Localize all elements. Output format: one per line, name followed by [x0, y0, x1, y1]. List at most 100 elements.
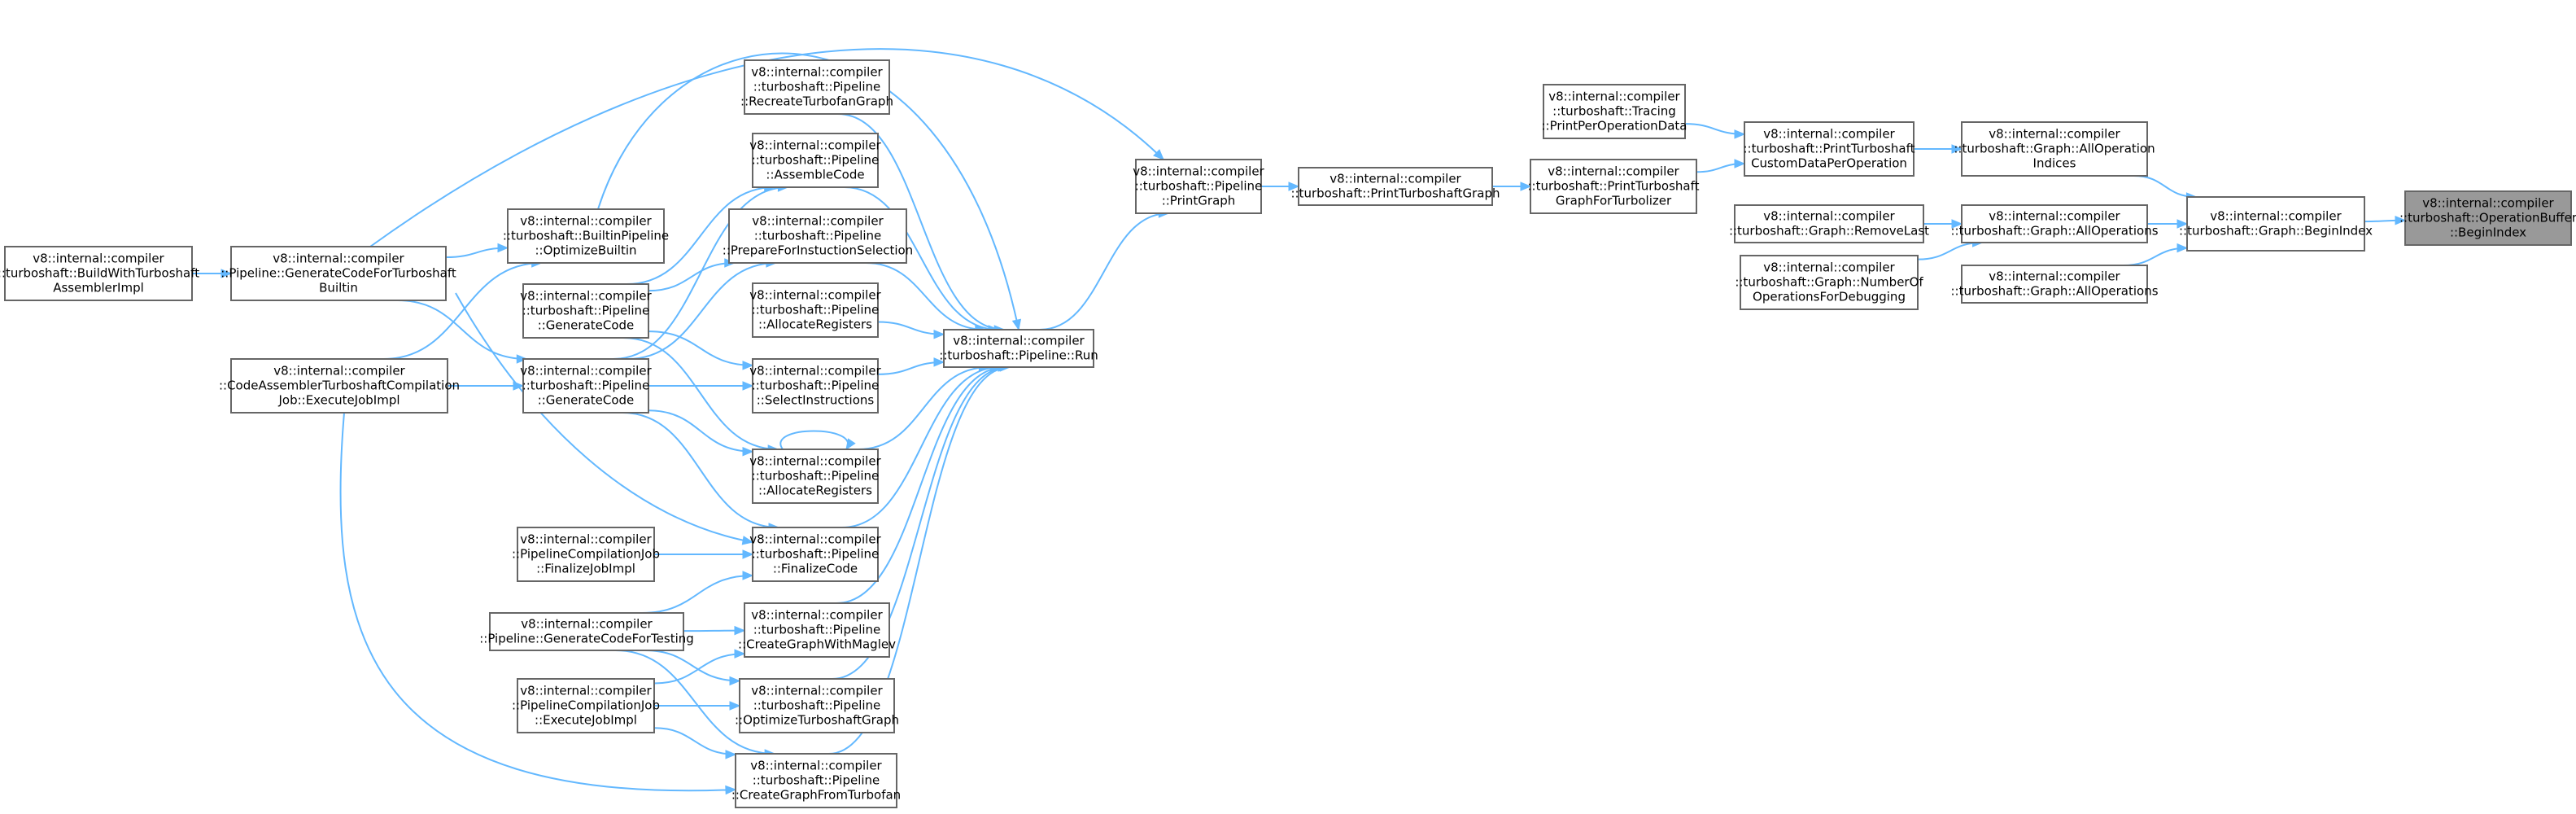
function-node-label: ::turboshaft::PrintTurboshaftGraph: [1290, 186, 1500, 201]
function-node-number-of-ops[interactable]: v8::internal::compiler::turboshaft::Grap…: [1735, 255, 1923, 310]
function-node-all-op-indices[interactable]: v8::internal::compiler::turboshaft::Grap…: [1954, 121, 2155, 177]
function-node-finalize-code[interactable]: v8::internal::compiler::turboshaft::Pipe…: [749, 527, 882, 582]
function-node-finalize-jobimpl[interactable]: v8::internal::compiler::PipelineCompilat…: [512, 527, 660, 582]
call-edge: [642, 571, 754, 614]
arrowhead-icon: [1288, 182, 1300, 191]
function-node-opbuffer-begin[interactable]: v8::internal::compiler::turboshaft::Oper…: [2399, 190, 2576, 246]
function-node-label: v8::internal::compiler: [1763, 209, 1895, 224]
function-node-label: ::turboshaft::PrintTurboshaft: [1743, 142, 1915, 156]
function-node-label: OperationsForDebugging: [1753, 290, 1906, 304]
function-node-box: [1135, 159, 1262, 214]
function-node-label: AssemblerImpl: [53, 281, 144, 295]
function-node-label: v8::internal::compiler: [752, 214, 884, 229]
function-node-box: [752, 282, 879, 338]
function-node-label: ::turboshaft::Pipeline: [752, 469, 880, 484]
arrowhead-icon: [725, 750, 737, 759]
function-node-label: v8::internal::compiler: [273, 364, 405, 379]
function-node-pipeline-run[interactable]: v8::internal::compiler::turboshaft::Pipe…: [939, 329, 1098, 368]
function-node-box: [1961, 204, 2148, 243]
function-node-label: v8::internal::compiler: [751, 608, 883, 623]
function-node-gen-testing[interactable]: v8::internal::compiler::Pipeline::Genera…: [479, 612, 694, 651]
call-edge-line: [779, 430, 849, 450]
call-edge: [2123, 243, 2189, 266]
function-node-generate-code-b[interactable]: v8::internal::compiler::turboshaft::Pipe…: [520, 358, 653, 414]
function-node-label: v8::internal::compiler: [750, 759, 882, 773]
function-node-label: v8::internal::compiler: [751, 684, 883, 698]
arrowhead-icon: [742, 549, 754, 559]
function-node-create-turbofan[interactable]: v8::internal::compiler::turboshaft::Pipe…: [731, 753, 901, 808]
function-node-gen-builtin[interactable]: v8::internal::compiler::Pipeline::Genera…: [220, 246, 456, 301]
function-node-box: [735, 753, 897, 808]
function-node-label: ::FinalizeCode: [773, 562, 858, 576]
function-node-label: Job::ExecuteJobImpl: [277, 393, 399, 408]
call-edge-line: [627, 186, 775, 285]
function-node-prepare-isel[interactable]: v8::internal::compiler::turboshaft::Pipe…: [723, 208, 913, 264]
function-node-tracing-print[interactable]: v8::internal::compiler::turboshaft::Trac…: [1542, 84, 1687, 139]
function-node-box: [1530, 159, 1697, 214]
function-node-label: v8::internal::compiler: [1133, 164, 1264, 179]
function-node-label: v8::internal::compiler: [1548, 90, 1680, 104]
function-node-label: ::CreateGraphWithMaglev: [738, 637, 896, 652]
function-node-print-graph[interactable]: v8::internal::compiler::turboshaft::Pipe…: [1133, 159, 1265, 214]
call-edge: [597, 52, 1022, 331]
function-node-all-ops-a[interactable]: v8::internal::compiler::turboshaft::Grap…: [1950, 204, 2159, 243]
function-node-label: ::CodeAssemblerTurboshaftCompilation: [219, 379, 460, 393]
function-node-code-assembler[interactable]: v8::internal::compiler::CodeAssemblerTur…: [219, 358, 460, 414]
function-node-label: ::PipelineCompilationJob: [512, 698, 660, 713]
function-node-label: ::turboshaft::BuildWithTurboshaft: [0, 266, 199, 281]
function-node-box: [517, 678, 655, 733]
call-edge-line: [339, 412, 736, 792]
function-node-label: ::OptimizeBuiltin: [535, 243, 636, 258]
function-node-optimize-builtin[interactable]: v8::internal::compiler::turboshaft::Buil…: [503, 208, 669, 264]
function-node-optimize-ts[interactable]: v8::internal::compiler::turboshaft::Pipe…: [735, 678, 899, 733]
function-node-label: ::CreateGraphFromTurbofan: [731, 788, 901, 803]
function-node-create-maglev[interactable]: v8::internal::compiler::turboshaft::Pipe…: [738, 602, 896, 658]
function-node-print-custom[interactable]: v8::internal::compiler::turboshaft::Prin…: [1743, 121, 1915, 177]
function-node-label: v8::internal::compiler: [1548, 164, 1679, 179]
function-node-label: ::PipelineCompilationJob: [512, 547, 660, 562]
function-node-box: [752, 527, 879, 582]
function-node-build-with[interactable]: v8::internal::compiler::turboshaft::Buil…: [0, 246, 199, 301]
function-node-label: v8::internal::compiler: [273, 252, 404, 266]
call-edge: [1491, 182, 1532, 191]
call-edge: [1923, 219, 1963, 229]
call-edge: [339, 412, 737, 795]
call-edge: [644, 650, 741, 686]
function-node-box: [230, 358, 448, 414]
function-node-print-ts-graph[interactable]: v8::internal::compiler::turboshaft::Prin…: [1290, 167, 1500, 206]
function-node-label: v8::internal::compiler: [521, 617, 653, 632]
function-node-graph-begin[interactable]: v8::internal::compiler::turboshaft::Grap…: [2179, 196, 2373, 252]
function-node-label: v8::internal::compiler: [1763, 127, 1895, 142]
function-node-execute-jobimpl[interactable]: v8::internal::compiler::PipelineCompilat…: [512, 678, 660, 733]
function-node-print-ts-turbolizer[interactable]: v8::internal::compiler::turboshaft::Prin…: [1527, 159, 1700, 214]
call-graph-nodes: v8::internal::compiler::turboshaft::Buil…: [0, 59, 2576, 808]
arrowhead-icon: [2395, 215, 2407, 225]
function-node-assemble-code[interactable]: v8::internal::compiler::turboshaft::Pipe…: [749, 133, 882, 188]
arrowhead-icon: [1951, 144, 1963, 154]
function-node-remove-last[interactable]: v8::internal::compiler::turboshaft::Grap…: [1729, 204, 1929, 243]
function-node-recreate-turbofan[interactable]: v8::internal::compiler::turboshaft::Pipe…: [740, 59, 893, 115]
arrowhead-icon: [742, 361, 754, 370]
call-edge: [1696, 159, 1746, 173]
function-node-generate-code-a[interactable]: v8::internal::compiler::turboshaft::Pipe…: [520, 283, 653, 339]
arrowhead-icon: [1011, 318, 1022, 331]
arrowhead-icon: [729, 701, 741, 711]
function-node-allocate-regs-a[interactable]: v8::internal::compiler::turboshaft::Pipe…: [749, 282, 882, 338]
function-node-label: ::AllocateRegisters: [758, 484, 872, 498]
function-node-label: GraphForTurbolizer: [1556, 194, 1672, 208]
function-node-label: v8::internal::compiler: [520, 364, 652, 379]
function-node-box: [1961, 121, 2148, 177]
function-node-allocate-regs-b[interactable]: v8::internal::compiler::turboshaft::Pipe…: [749, 449, 882, 504]
call-edge: [1039, 208, 1170, 330]
function-node-select-instr[interactable]: v8::internal::compiler::turboshaft::Pipe…: [749, 358, 882, 414]
function-node-label: ::turboshaft::Pipeline: [1135, 179, 1263, 194]
call-edge: [653, 649, 746, 685]
function-node-label: Builtin: [319, 281, 358, 295]
function-node-all-ops-b[interactable]: v8::internal::compiler::turboshaft::Grap…: [1950, 265, 2159, 304]
function-node-box: [752, 133, 879, 188]
arrowhead-icon: [742, 571, 754, 580]
function-node-label: v8::internal::compiler: [2422, 196, 2554, 211]
arrowhead-icon: [742, 446, 754, 457]
arrowhead-icon: [845, 438, 856, 451]
